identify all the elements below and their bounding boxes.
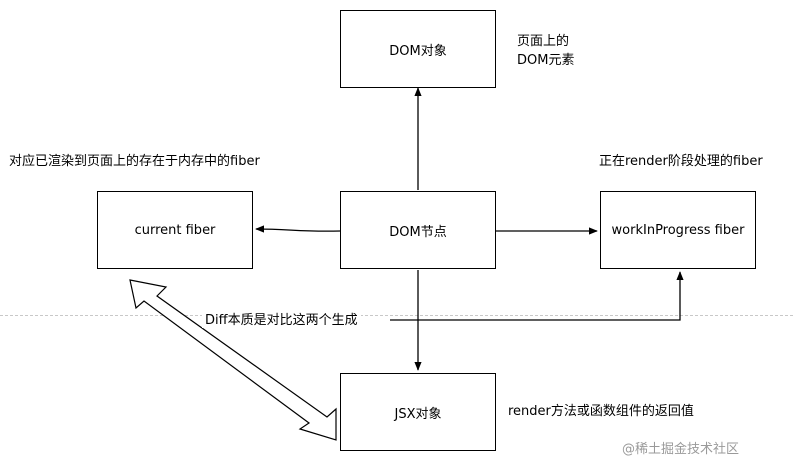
dom-node-label: DOM节点 (389, 224, 447, 240)
jsx-object-label: JSX对象 (394, 406, 442, 422)
dom-object-annotation-line-1: 页面上的 (517, 34, 570, 49)
arrow-diff-to-wip-fiber (390, 271, 684, 321)
jsx-object-node: JSX对象 (340, 373, 496, 451)
dom-object-annotation-line-2: DOM元素 (517, 53, 575, 68)
wip-fiber-label: workInProgress fiber (611, 222, 745, 238)
current-fiber-label: current fiber (134, 222, 216, 238)
arrow-dom-node-to-current-fiber (255, 225, 341, 233)
wip-fiber-annotation: 正在render阶段处理的fiber (599, 154, 763, 169)
diff-annotation: Diff本质是对比这两个生成 (202, 309, 361, 328)
double-arrow-current-fiber-jsx (129, 279, 337, 441)
current-fiber-annotation: 对应已渲染到页面上的存在于内存中的fiber (9, 154, 260, 169)
dom-object-node: DOM对象 (340, 10, 496, 88)
dom-node: DOM节点 (340, 191, 496, 269)
current-fiber-node: current fiber (97, 191, 253, 269)
watermark: @稀土掘金技术社区 (622, 442, 740, 457)
wip-fiber-node: workInProgress fiber (600, 191, 756, 269)
jsx-annotation: render方法或函数组件的返回值 (508, 404, 694, 419)
separator-dashed-line (0, 315, 793, 316)
dom-object-label: DOM对象 (389, 43, 447, 59)
dom-object-annotation: 页面上的 DOM元素 (517, 32, 574, 70)
